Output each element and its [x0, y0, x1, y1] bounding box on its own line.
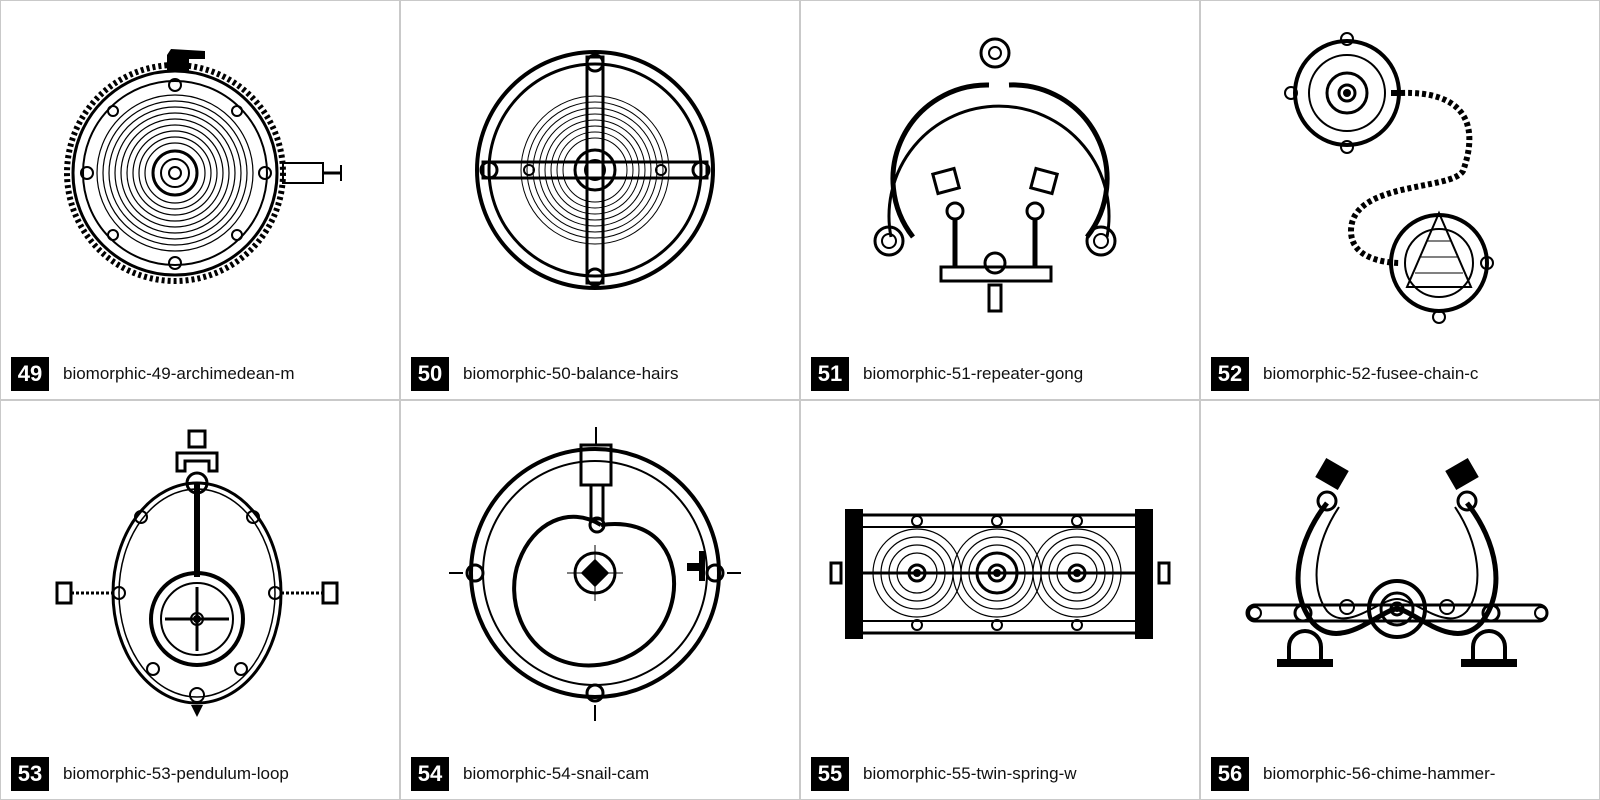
twin-spring-icon — [829, 509, 1171, 639]
tile-56[interactable]: 56 biomorphic-56-chime-hammer- — [1201, 401, 1599, 799]
tile-number: 50 — [411, 357, 449, 391]
tile-caption: 50 biomorphic-50-balance-hairs — [411, 357, 678, 391]
chime-hammer-icon — [1245, 457, 1549, 667]
archimedean-spring-icon — [64, 49, 342, 284]
tile-name: biomorphic-49-archimedean-m — [63, 364, 295, 383]
repeater-gong-icon — [873, 37, 1117, 313]
tile-caption: 55 biomorphic-55-twin-spring-w — [811, 757, 1077, 791]
tile-52[interactable]: 52 biomorphic-52-fusee-chain-c — [1201, 1, 1599, 399]
tile-49[interactable]: 49 biomorphic-49-archimedean-m — [1, 1, 399, 399]
tile-number: 52 — [1211, 357, 1249, 391]
balance-hairspring-icon — [475, 50, 715, 290]
tile-53[interactable]: 53 biomorphic-53-pendulum-loop — [1, 401, 399, 799]
tile-caption: 53 biomorphic-53-pendulum-loop — [11, 757, 289, 791]
tile-caption: 52 biomorphic-52-fusee-chain-c — [1211, 357, 1478, 391]
tile-51[interactable]: 51 biomorphic-51-repeater-gong — [801, 1, 1199, 399]
tile-55[interactable]: 55 biomorphic-55-twin-spring-w — [801, 401, 1199, 799]
tile-number: 49 — [11, 357, 49, 391]
snail-cam-icon — [449, 427, 741, 721]
tile-number: 53 — [11, 757, 49, 791]
tile-caption: 49 biomorphic-49-archimedean-m — [11, 357, 294, 391]
tile-name: biomorphic-51-repeater-gong — [863, 364, 1084, 383]
tile-number: 54 — [411, 757, 449, 791]
tile-name: biomorphic-50-balance-hairs — [463, 364, 679, 383]
tile-name: biomorphic-56-chime-hammer- — [1263, 764, 1496, 783]
tile-caption: 54 biomorphic-54-snail-cam — [411, 757, 649, 791]
tile-name: biomorphic-52-fusee-chain-c — [1263, 364, 1479, 383]
fusee-chain-icon — [1284, 32, 1494, 324]
tile-number: 56 — [1211, 757, 1249, 791]
tile-caption: 56 biomorphic-56-chime-hammer- — [1211, 757, 1495, 791]
tile-54[interactable]: 54 biomorphic-54-snail-cam — [401, 401, 799, 799]
tile-caption: 51 biomorphic-51-repeater-gong — [811, 357, 1083, 391]
tile-50[interactable]: 50 biomorphic-50-balance-hairs — [401, 1, 799, 399]
pendulum-loop-icon — [55, 429, 339, 717]
tile-name: biomorphic-53-pendulum-loop — [63, 764, 289, 783]
tile-number: 51 — [811, 357, 849, 391]
tile-name: biomorphic-54-snail-cam — [463, 764, 650, 783]
tile-number: 55 — [811, 757, 849, 791]
tile-name: biomorphic-55-twin-spring-w — [863, 764, 1077, 783]
